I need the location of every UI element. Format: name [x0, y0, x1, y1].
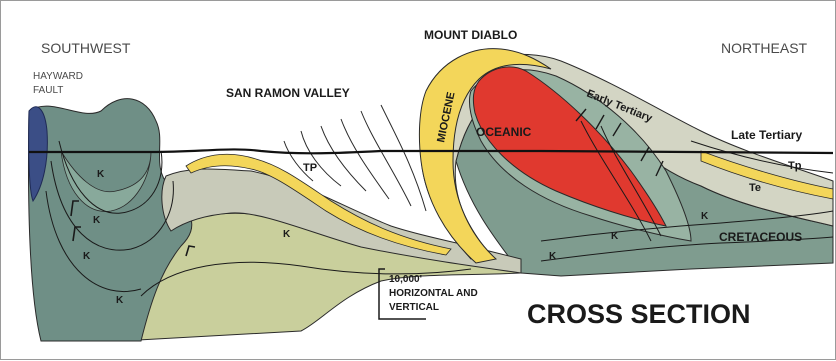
k-label-5: K — [283, 229, 291, 240]
cretaceous-label: CRETACEOUS — [719, 230, 802, 244]
hayward-fault-label-1: HAYWARD — [33, 71, 83, 82]
te-label: Te — [749, 182, 761, 194]
scale-label-1: 10,000' — [389, 274, 422, 285]
k-label-4: K — [116, 295, 124, 306]
k-label-1: K — [97, 169, 105, 180]
southwest-label: SOUTHWEST — [41, 40, 131, 56]
tp-left-label: TP — [303, 162, 317, 174]
k-label-8: K — [701, 211, 709, 222]
k-label-2: K — [93, 215, 101, 226]
k-label-3: K — [83, 251, 91, 262]
scale-label-2: HORIZONTAL AND — [389, 288, 478, 299]
hayward-fault-label-2: FAULT — [33, 85, 63, 96]
scale-label-3: VERTICAL — [389, 302, 439, 313]
oceanic-label: OCEANIC — [476, 125, 532, 139]
mount-diablo-label: MOUNT DIABLO — [424, 28, 517, 42]
k-label-7: K — [611, 231, 619, 242]
northeast-label: NORTHEAST — [721, 40, 808, 56]
k-label-6: K — [549, 251, 557, 262]
cross-section-title: CROSS SECTION — [527, 299, 751, 329]
san-ramon-valley-label: SAN RAMON VALLEY — [226, 86, 350, 100]
tp-right-label: Tp — [788, 160, 802, 172]
late-tertiary-label: Late Tertiary — [731, 128, 802, 142]
